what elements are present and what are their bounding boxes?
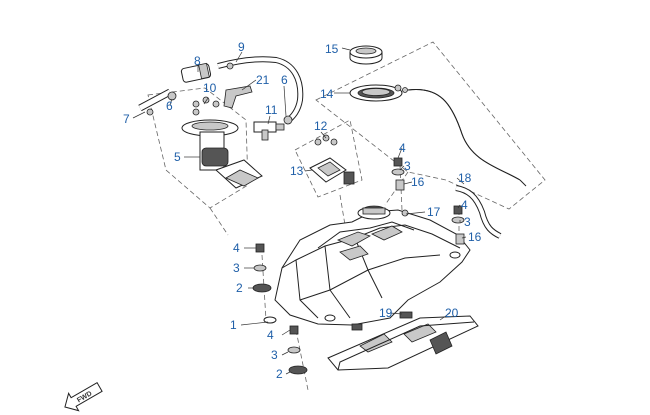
label-part-21: 21 (256, 73, 270, 87)
label-part-12: 12 (314, 119, 328, 133)
fuel-cap-group-outline (315, 41, 546, 210)
label-part-9: 9 (238, 40, 245, 54)
sensor-to-tank-link (339, 194, 346, 226)
bracket-21 (223, 85, 253, 109)
hose-clamp-upper (395, 179, 405, 191)
label-part-20: 20 (445, 306, 459, 320)
fuel-cap (349, 45, 383, 65)
fastener-stack-lower (287, 325, 308, 375)
fuel-filter (180, 62, 234, 83)
label-part-4a: 4 (233, 241, 240, 255)
lower-bolt-axis (295, 329, 309, 391)
label-part-11: 11 (265, 103, 278, 117)
fuel-hose-7 (138, 89, 172, 111)
label-part-2a: 2 (236, 281, 243, 295)
heat-shield (327, 315, 479, 371)
label-part-14: 14 (320, 87, 334, 101)
label-part-13: 13 (290, 164, 304, 178)
label-part-16b: 16 (468, 230, 482, 244)
label-part-3a: 3 (233, 261, 240, 275)
fuel-pump-group-outline (147, 87, 249, 209)
fwd-label: FWD (76, 390, 93, 404)
forward-direction-marker: FWD (64, 381, 103, 412)
fuel-pump (181, 96, 263, 189)
label-part-17: 17 (427, 205, 441, 219)
clip-19 (351, 311, 413, 331)
fuel-level-sensor (309, 134, 355, 185)
label-part-19: 19 (379, 306, 393, 320)
label-part-6a: 6 (166, 99, 173, 113)
label-part-4d: 4 (461, 198, 468, 212)
label-part-15: 15 (325, 42, 339, 56)
breather-hose (407, 88, 521, 181)
label-part-3d: 3 (464, 215, 471, 229)
fastener-stack-left (252, 243, 272, 293)
sensor-group-outline (294, 119, 363, 198)
filler-ring (349, 84, 408, 102)
hose-clamp-6b (283, 115, 293, 125)
label-part-2b: 2 (276, 367, 283, 381)
label-part-7: 7 (123, 112, 130, 126)
hose-clamp-lower (455, 233, 465, 245)
pump-to-tank-link (209, 207, 229, 236)
label-part-3c: 3 (404, 159, 411, 173)
label-part-5: 5 (174, 150, 181, 164)
label-part-10: 10 (203, 81, 217, 95)
label-part-6b: 6 (281, 73, 288, 87)
label-part-4c: 4 (399, 141, 406, 155)
label-part-16a: 16 (411, 175, 425, 189)
quick-connector (253, 121, 285, 141)
leader-lines (132, 47, 467, 375)
label-part-8: 8 (194, 54, 201, 68)
fuel-tank (263, 205, 471, 326)
fastener-stack-upper-right (391, 157, 405, 176)
label-part-1: 1 (230, 318, 237, 332)
part-labels: 1 2 2 3 3 3 3 4 4 4 4 5 6 6 7 8 9 10 11 … (123, 40, 482, 381)
label-part-18: 18 (458, 171, 472, 185)
fastener-stack-right (451, 205, 465, 224)
drain-hose (455, 185, 502, 239)
label-part-4b: 4 (267, 328, 274, 342)
label-part-3b: 3 (271, 348, 278, 362)
